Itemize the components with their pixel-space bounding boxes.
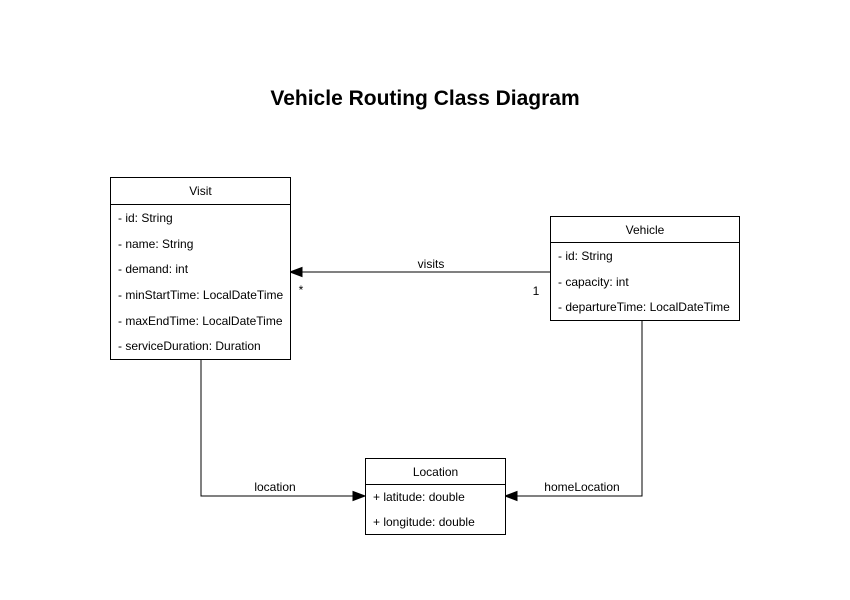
class-vehicle-title: Vehicle [551,217,739,243]
class-vehicle[interactable]: Vehicle - id: String - capacity: int - d… [550,216,740,321]
edge-label-visits: visits [417,257,445,271]
class-attribute: - maxEndTime: LocalDateTime [118,313,283,328]
class-location[interactable]: Location + latitude: double + longitude:… [365,458,506,535]
class-visit[interactable]: Visit - id: String - name: String - dema… [110,177,291,360]
class-attribute: - demand: int [118,262,189,277]
multiplicity-visits-target: * [298,283,304,297]
edge-home-location[interactable] [516,321,643,497]
class-attribute: - serviceDuration: Duration [118,339,261,354]
class-attribute: - id: String [558,248,613,263]
multiplicity-visits-source: 1 [532,284,540,298]
class-visit-attributes: - id: String - name: String - demand: in… [111,205,290,359]
class-attribute: - minStartTime: LocalDateTime [118,287,284,302]
class-attribute: + latitude: double [373,490,465,505]
class-attribute: - capacity: int [558,274,629,289]
edge-location[interactable] [200,360,354,497]
arrowhead-location-icon [352,490,367,502]
class-location-title: Location [366,459,505,485]
arrowhead-home-location-icon [503,490,518,502]
class-visit-title: Visit [111,178,290,205]
edge-label-location: location [254,480,296,494]
arrowhead-visits-icon [288,266,303,278]
class-location-attributes: + latitude: double + longitude: double [366,485,505,534]
class-attribute: + longitude: double [373,514,475,529]
class-attribute: - departureTime: LocalDateTime [558,300,730,315]
diagram-title: Vehicle Routing Class Diagram [270,87,580,110]
class-attribute: - name: String [118,236,194,251]
class-attribute: - id: String [118,210,173,225]
class-vehicle-attributes: - id: String - capacity: int - departure… [551,243,739,320]
edge-label-home-location: homeLocation [544,480,620,494]
